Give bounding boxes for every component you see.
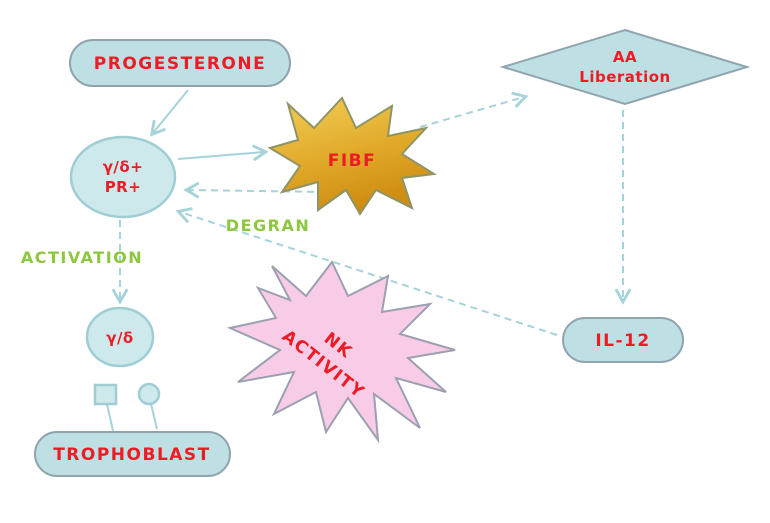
node-trophoblast: TROPHOBLAST	[34, 431, 231, 477]
node-nk-activity: NK ACTIVITY	[226, 260, 456, 444]
node-gd-pr-cell: γ/δ+ PR+	[69, 135, 177, 219]
node-fibf: FIBF	[267, 96, 437, 216]
edge-il12-to-gdpr	[175, 207, 558, 336]
trophoblast-label: TROPHOBLAST	[53, 445, 211, 465]
receptor-circle-shape	[137, 382, 161, 406]
node-progesterone: PROGESTERONE	[69, 39, 291, 87]
gd-cell-label: γ/δ	[106, 329, 134, 347]
aa-line2: Liberation	[579, 68, 670, 86]
gd-pr-line2: PR+	[105, 178, 142, 196]
edges	[106, 89, 632, 432]
node-gd-cell: γ/δ	[85, 306, 155, 368]
gd-cell-shape	[85, 306, 155, 368]
progesterone-label: PROGESTERONE	[94, 54, 266, 74]
connector-square-to-trophoblast	[106, 403, 114, 432]
node-il12: IL-12	[562, 317, 684, 363]
activation-label: ACTIVATION	[21, 248, 143, 267]
edge-gdpr-to-fibf	[177, 144, 269, 162]
fibf-label: FIBF	[328, 151, 377, 171]
gd-pr-cell-shape	[69, 135, 177, 219]
node-aa-liberation: AA Liberation	[499, 28, 751, 106]
fibf-starburst-shape	[267, 96, 437, 216]
connector-circle-to-trophoblast	[150, 403, 158, 430]
receptor-square-shape	[93, 383, 118, 406]
edge-fibf-to-gdpr-degran	[183, 181, 327, 199]
il12-shape	[562, 317, 684, 363]
trophoblast-shape	[34, 431, 231, 477]
aa-line1: AA	[613, 48, 637, 66]
nk-starburst-shape	[226, 260, 456, 444]
gd-pr-line1: γ/δ+	[103, 158, 144, 176]
edge-fibf-to-aa	[419, 91, 529, 128]
aa-diamond-shape	[499, 28, 751, 106]
progesterone-shape	[69, 39, 291, 87]
il12-label: IL-12	[595, 331, 650, 351]
degran-label: DEGRAN	[226, 216, 310, 235]
edge-progesterone-to-gdpr	[150, 89, 189, 137]
